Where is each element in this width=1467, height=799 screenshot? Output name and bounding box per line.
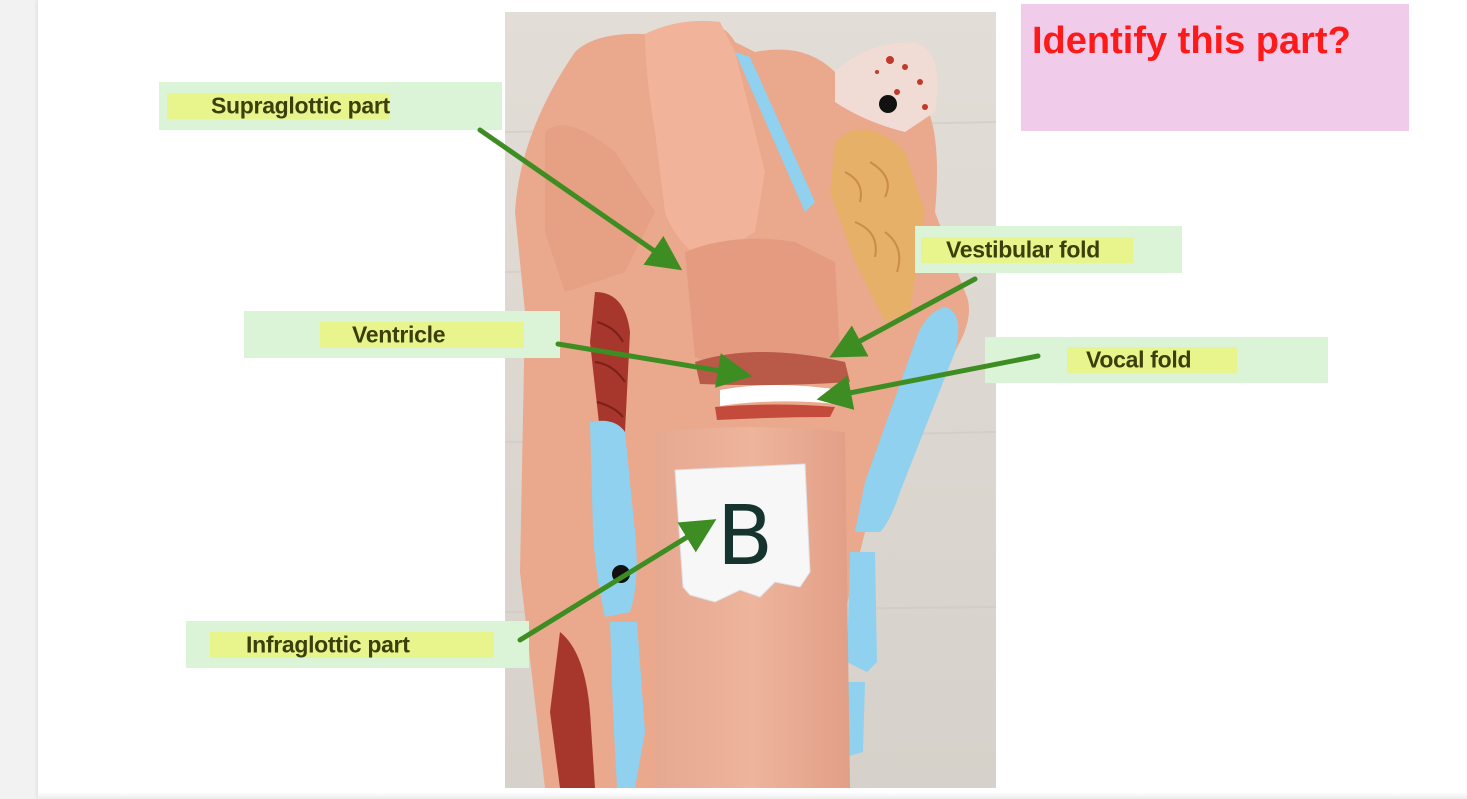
- specimen-paper-label: [674, 463, 811, 603]
- posterior-cartilage: [855, 307, 959, 532]
- label-vocal-fold-text: Vocal fold: [1086, 346, 1192, 373]
- epiglottic-cartilage: [735, 52, 815, 212]
- label-highlight: [210, 631, 494, 658]
- label-vocal-fold: Vocal fold: [985, 337, 1328, 383]
- label-highlight: [921, 236, 1133, 263]
- tracheal-ring-right-1: [847, 552, 877, 672]
- arrow-infraglottic: [517, 519, 717, 643]
- question-box: Identify this part?: [1021, 4, 1409, 131]
- arrow-supraglottic: [477, 127, 683, 271]
- arrow-vestibular-fold: [829, 276, 978, 358]
- supraglottic-lumen: [685, 238, 840, 372]
- larynx-model-image: B: [505, 12, 996, 788]
- slide-bottom-edge: [38, 792, 1467, 799]
- label-vestibular-fold: Vestibular fold: [915, 226, 1182, 273]
- vocal-fold-edge: [720, 385, 840, 406]
- larynx-model-drawing: B: [505, 12, 996, 788]
- tracheal-ring-left: [610, 622, 645, 788]
- label-ventricle: Ventricle: [244, 311, 560, 358]
- lower-muscle: [550, 632, 595, 788]
- label-infraglottic-text: Infraglottic part: [246, 631, 410, 657]
- pin-hole-top: [879, 95, 897, 113]
- label-vestibular-fold-text: Vestibular fold: [946, 236, 1100, 262]
- label-ventricle-text: Ventricle: [352, 321, 446, 347]
- label-highlight: [167, 93, 389, 119]
- label-highlight: [1067, 347, 1237, 373]
- lateral-wall-upper: [545, 125, 655, 292]
- specimen-marker: B: [717, 489, 773, 584]
- hyoid-region: [835, 42, 938, 132]
- vocalis-muscle: [715, 404, 835, 420]
- label-highlight: [320, 321, 524, 348]
- label-supraglottic-text: Supraglottic part: [211, 92, 390, 119]
- arrow-ventricle: [555, 341, 753, 388]
- epiglottis: [645, 20, 765, 263]
- question-text: Identify this part?: [1032, 20, 1351, 62]
- label-supraglottic: Supraglottic part: [159, 82, 502, 130]
- label-infraglottic: Infraglottic part: [186, 621, 529, 668]
- thyroarytenoid-muscle: [590, 292, 630, 432]
- arrow-vocal-fold: [816, 353, 1041, 410]
